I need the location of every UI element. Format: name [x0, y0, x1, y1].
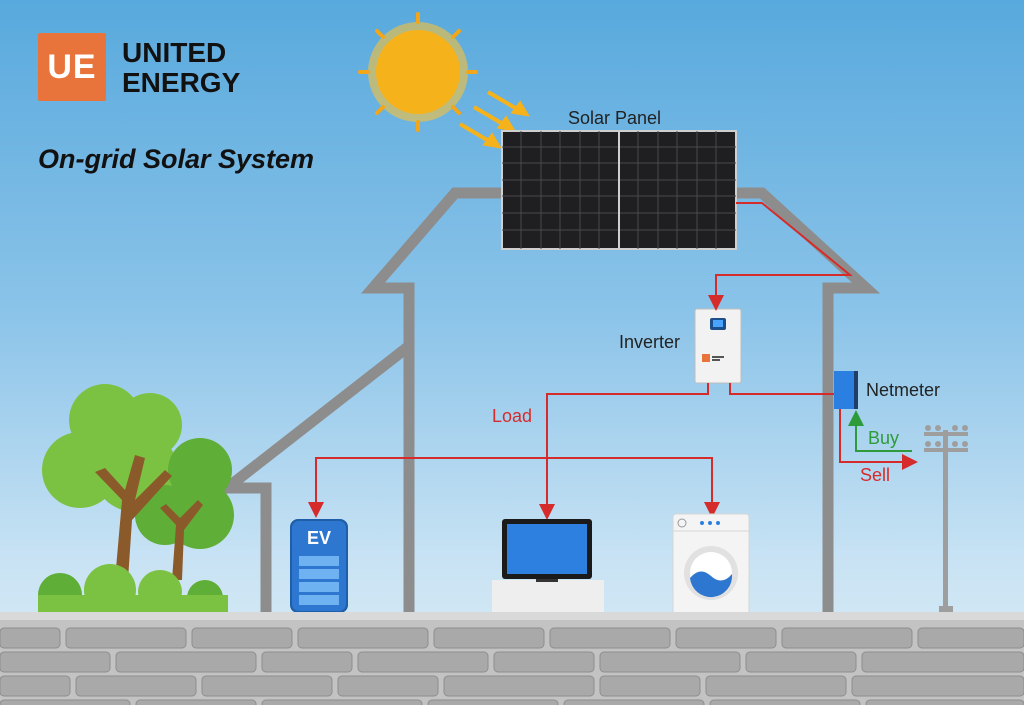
inverter-device — [694, 308, 742, 384]
load-label: Load — [492, 406, 533, 426]
netmeter-device — [834, 371, 858, 409]
solar-panel-label: Solar Panel — [568, 108, 662, 128]
computer-monitor — [492, 519, 604, 614]
sun-icon — [358, 12, 478, 132]
sell-label: Sell — [860, 465, 891, 485]
buy-arrow — [848, 410, 912, 452]
buy-label: Buy — [868, 428, 900, 448]
house-outline — [211, 187, 881, 614]
solar-panel — [501, 130, 737, 250]
brand-name-line2: ENERGY — [122, 67, 241, 98]
power-flow-lines — [308, 202, 918, 520]
brand-logo-text: UE — [47, 47, 97, 86]
brand-name: UNITED ENERGY — [122, 38, 240, 98]
ev-label: EV — [306, 528, 331, 548]
diagram-title: On-grid Solar System — [38, 144, 315, 174]
brand-name-line1: UNITED — [122, 37, 227, 68]
inverter-label: Inverter — [619, 332, 681, 352]
ev-charger — [290, 519, 348, 613]
stone-wall — [0, 612, 1024, 705]
washing-machine — [672, 513, 750, 615]
utility-pole-icon — [924, 425, 968, 614]
brand-logo: UE — [38, 33, 106, 101]
sun-ray-arrows — [458, 90, 530, 149]
netmeter-label: Netmeter — [866, 380, 941, 400]
tree-illustration — [38, 384, 234, 617]
